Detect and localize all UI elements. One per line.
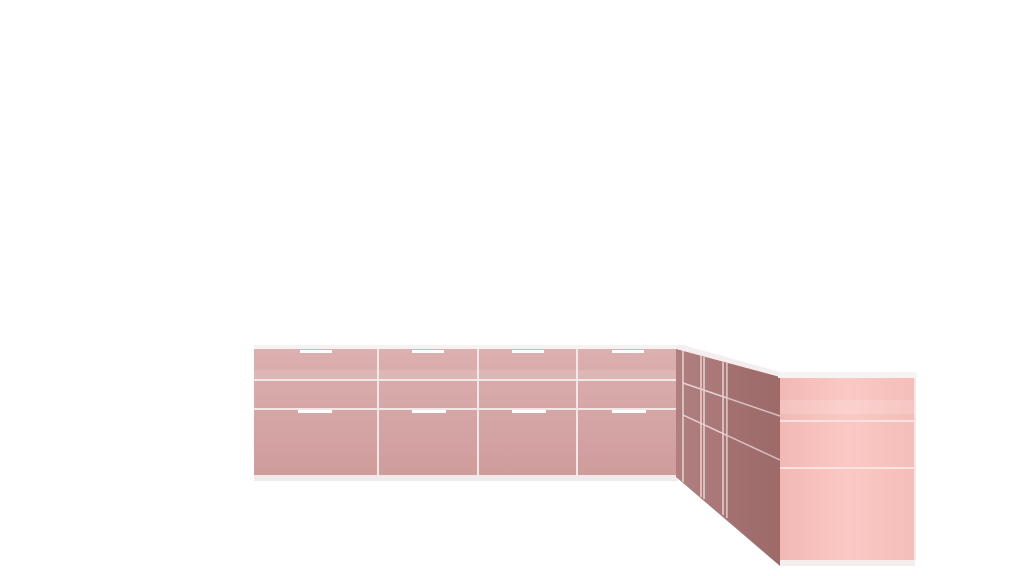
drawer-handle: [612, 350, 644, 353]
drawer-handle: [300, 350, 332, 353]
drawer-handle: [412, 350, 444, 353]
drawer-handle: [512, 350, 544, 353]
corner-run-seams: [682, 351, 781, 518]
drawer-handle: [512, 410, 546, 413]
end-cabinet-top-trim: [778, 372, 917, 378]
front-run-horizontal-seams: [254, 379, 678, 410]
drawer-handle: [298, 410, 332, 413]
front-cabinet-3: [512, 350, 546, 413]
front-run-vertical-seams: [377, 349, 578, 475]
front-run-gloss: [254, 370, 678, 380]
front-cabinet-run: [254, 345, 678, 481]
front-cabinet-4: [612, 350, 646, 413]
front-run-plinth: [254, 475, 678, 481]
front-cabinet-2: [412, 350, 446, 413]
corner-run-shade: [727, 363, 780, 566]
corner-cabinet-run: [676, 345, 781, 566]
drawer-handle: [412, 410, 446, 413]
front-cabinet-1: [298, 350, 332, 413]
end-cabinet: [778, 372, 917, 566]
corner-run-body: [676, 349, 780, 566]
front-run-top-trim: [254, 345, 678, 349]
end-cabinet-plinth: [780, 560, 915, 566]
end-cabinet-seams: [780, 420, 915, 469]
drawer-handle: [612, 410, 646, 413]
corner-run-top-trim: [676, 345, 780, 377]
end-cabinet-gloss: [780, 400, 915, 414]
